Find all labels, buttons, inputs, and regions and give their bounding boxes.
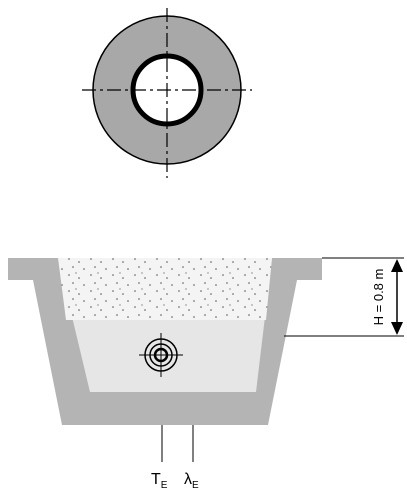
pipe-cross-section [82,8,252,178]
ground-conductivity-label: λE [184,471,199,491]
topsoil-layer [58,258,272,320]
buried-pipe [139,333,183,377]
ground-temperature-label: TE [151,471,168,491]
ground-property-leaders [161,425,194,462]
trench-cross-section: H = 0.8 m TE λE [8,257,404,491]
svg-text:λE: λE [184,471,199,491]
pipe-centerline-marks [82,8,252,178]
svg-text:TE: TE [151,471,168,491]
depth-dimension [284,257,404,337]
depth-label: H = 0.8 m [371,269,386,326]
